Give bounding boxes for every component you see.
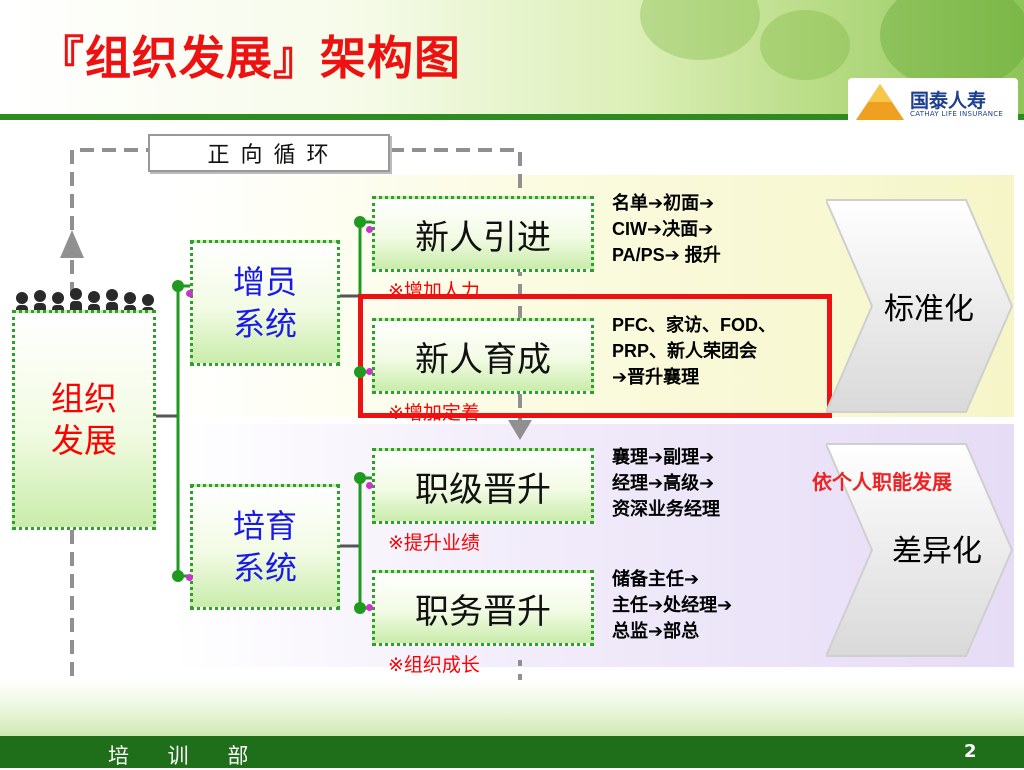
item-steps: PFC、家访、FOD、 PRP、新人荣团会 ➔晋升襄理 (612, 312, 776, 390)
item-steps: 襄理➔副理➔ 经理➔高级➔ 资深业务经理 (612, 444, 720, 522)
step-line: PA/PS➔ 报升 (612, 245, 721, 265)
item-steps: 储备主任➔ 主任➔处经理➔ 总监➔部总 (612, 566, 732, 644)
connector-dot (366, 368, 373, 375)
leaf-decoration (880, 0, 1024, 90)
system-box-training: 培育 系统 (190, 484, 340, 610)
item-box-position-promotion: 职务晋升 (372, 570, 594, 646)
chevron-standardization (826, 199, 1014, 413)
footer-bar (0, 736, 1024, 768)
item-note: ※提升业绩 (388, 532, 480, 554)
logo-english: CATHAY LIFE INSURANCE (910, 110, 1004, 118)
page-title: 『组织发展』架构图 (38, 31, 461, 85)
page-number: 2 (964, 741, 977, 762)
item-box-new-training: 新人育成 (372, 318, 594, 394)
chevron-differentiation (826, 443, 1014, 657)
system-label: 增员 系统 (232, 263, 297, 343)
triangle-logo-icon (856, 84, 904, 120)
connector-dot (354, 472, 366, 484)
connector-dot (366, 482, 373, 489)
footer-grass-decoration (0, 680, 1024, 736)
step-line: ➔晋升襄理 (612, 367, 700, 387)
step-line: 主任➔处经理➔ (612, 595, 733, 615)
item-label: 新人引进 (415, 217, 551, 258)
step-line: 总监➔部总 (612, 621, 700, 641)
item-label: 职级晋升 (415, 469, 551, 510)
item-note: ※组织成长 (388, 654, 480, 676)
connector-dot (366, 604, 373, 611)
connector-dot (186, 574, 193, 581)
root-label: 组织 发展 (51, 379, 117, 460)
logo-name: 国泰人寿 (910, 90, 987, 112)
connector-dot (186, 290, 193, 297)
chevron-label: 标准化 (884, 292, 974, 327)
connector-dot (366, 226, 373, 233)
item-steps: 名单➔初面➔ CIW➔决面➔ PA/PS➔ 报升 (612, 190, 721, 268)
company-logo (848, 78, 1018, 124)
step-line: PFC、家访、FOD、 (612, 315, 776, 335)
connector-dot (172, 570, 184, 582)
step-line: 经理➔高级➔ (612, 473, 715, 493)
item-label: 新人育成 (415, 339, 551, 380)
root-box-organization-development: 组织 发展 (12, 310, 156, 530)
connector-dot (354, 602, 366, 614)
chevron-caption: 依个人职能发展 (812, 470, 952, 494)
item-box-new-recruit: 新人引进 (372, 196, 594, 272)
step-line: 襄理➔副理➔ (612, 447, 715, 467)
step-line: 资深业务经理 (612, 499, 720, 519)
item-label: 职务晋升 (415, 591, 551, 632)
connector-dot (172, 280, 184, 292)
connector-dot (354, 216, 366, 228)
step-line: 储备主任➔ (612, 569, 700, 589)
system-label: 培育 系统 (232, 507, 297, 587)
step-line: CIW➔决面➔ (612, 219, 714, 239)
header-rule (0, 114, 1024, 120)
connector-dot (354, 366, 366, 378)
highlight-frame (358, 294, 832, 418)
step-line: 名单➔初面➔ (612, 193, 715, 213)
header-banner (0, 0, 1024, 118)
leaf-decoration (760, 10, 850, 80)
item-box-rank-promotion: 职级晋升 (372, 448, 594, 524)
chevron-label: 差异化 (892, 534, 982, 569)
system-box-recruitment: 增员 系统 (190, 240, 340, 366)
footer-department: 培 训 部 (108, 744, 265, 768)
loop-label-box: 正 向 循 环 (148, 134, 390, 172)
loop-label: 正 向 循 环 (207, 143, 331, 168)
step-line: PRP、新人荣团会 (612, 341, 758, 361)
